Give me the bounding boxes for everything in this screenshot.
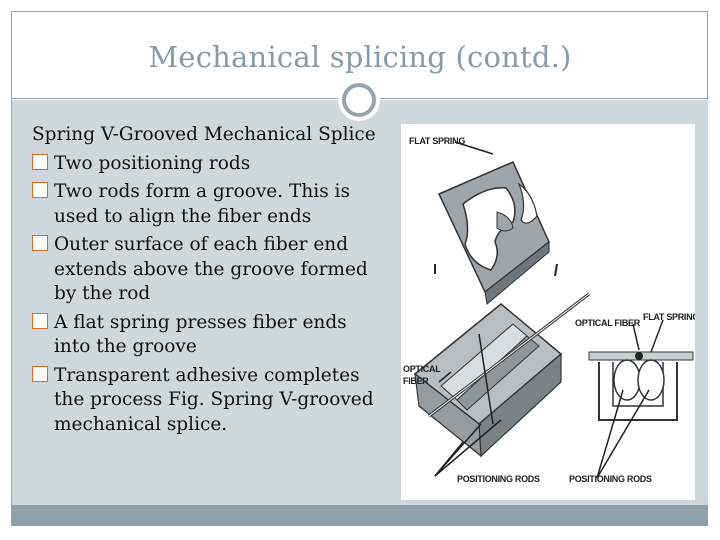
label-optical-fiber-right: OPTICAL FIBER bbox=[575, 318, 641, 328]
slide-title: Mechanical splicing (contd.) bbox=[148, 40, 572, 74]
bullet-item: A flat spring presses fiber ends into th… bbox=[32, 311, 387, 360]
bullet-box-icon bbox=[32, 235, 48, 251]
label-positioning-rods-right: POSITIONING RODS bbox=[569, 474, 652, 484]
bullet-item: Two positioning rods bbox=[32, 152, 387, 177]
bullet-item: Two rods form a groove. This is used to … bbox=[32, 180, 387, 229]
label-positioning-rods-left: POSITIONING RODS bbox=[457, 474, 540, 484]
bullet-text: A flat spring presses fiber ends into th… bbox=[54, 311, 347, 358]
label-flat-spring-right: FLAT SPRING bbox=[643, 312, 695, 322]
optical-fiber-core bbox=[428, 293, 590, 417]
splice-figure: FLAT SPRING FLAT SPRING OPTICAL FIBER OP… bbox=[400, 123, 700, 501]
bullet-box-icon bbox=[32, 153, 48, 170]
label-optical-left: OPTICAL bbox=[403, 364, 441, 374]
grooved-base bbox=[413, 303, 563, 458]
label-fiber-left: FIBER bbox=[403, 376, 429, 386]
bullet-box-icon bbox=[32, 312, 48, 329]
label-flat-spring-top: FLAT SPRING bbox=[409, 136, 465, 146]
bullet-item: Outer surface of each fiber end extends … bbox=[32, 233, 387, 307]
bullet-text: Transparent adhesive completes the proce… bbox=[54, 364, 374, 435]
text-column: Spring V-Grooved Mechanical Splice Two p… bbox=[32, 123, 387, 437]
bullet-item: Transparent adhesive completes the proce… bbox=[32, 364, 387, 438]
bullet-box-icon bbox=[32, 182, 48, 198]
ring-icon bbox=[342, 83, 376, 117]
title-ring-ornament bbox=[338, 79, 380, 121]
bottom-bar bbox=[12, 505, 708, 526]
body-heading: Spring V-Grooved Mechanical Splice bbox=[32, 124, 376, 145]
leader-mark bbox=[554, 263, 558, 277]
flat-spring-plate bbox=[437, 161, 550, 305]
bullet-box-icon bbox=[32, 365, 48, 382]
bullet-text: Outer surface of each fiber end extends … bbox=[54, 234, 368, 304]
content-panel: Spring V-Grooved Mechanical Splice Two p… bbox=[12, 103, 708, 505]
leader-lines bbox=[434, 141, 664, 479]
bullet-text: Two rods form a groove. This is used to … bbox=[54, 181, 350, 227]
cross-section bbox=[588, 351, 694, 421]
splice-diagram: FLAT SPRING FLAT SPRING OPTICAL FIBER OP… bbox=[403, 136, 700, 484]
bullet-text: Two positioning rods bbox=[54, 152, 251, 174]
